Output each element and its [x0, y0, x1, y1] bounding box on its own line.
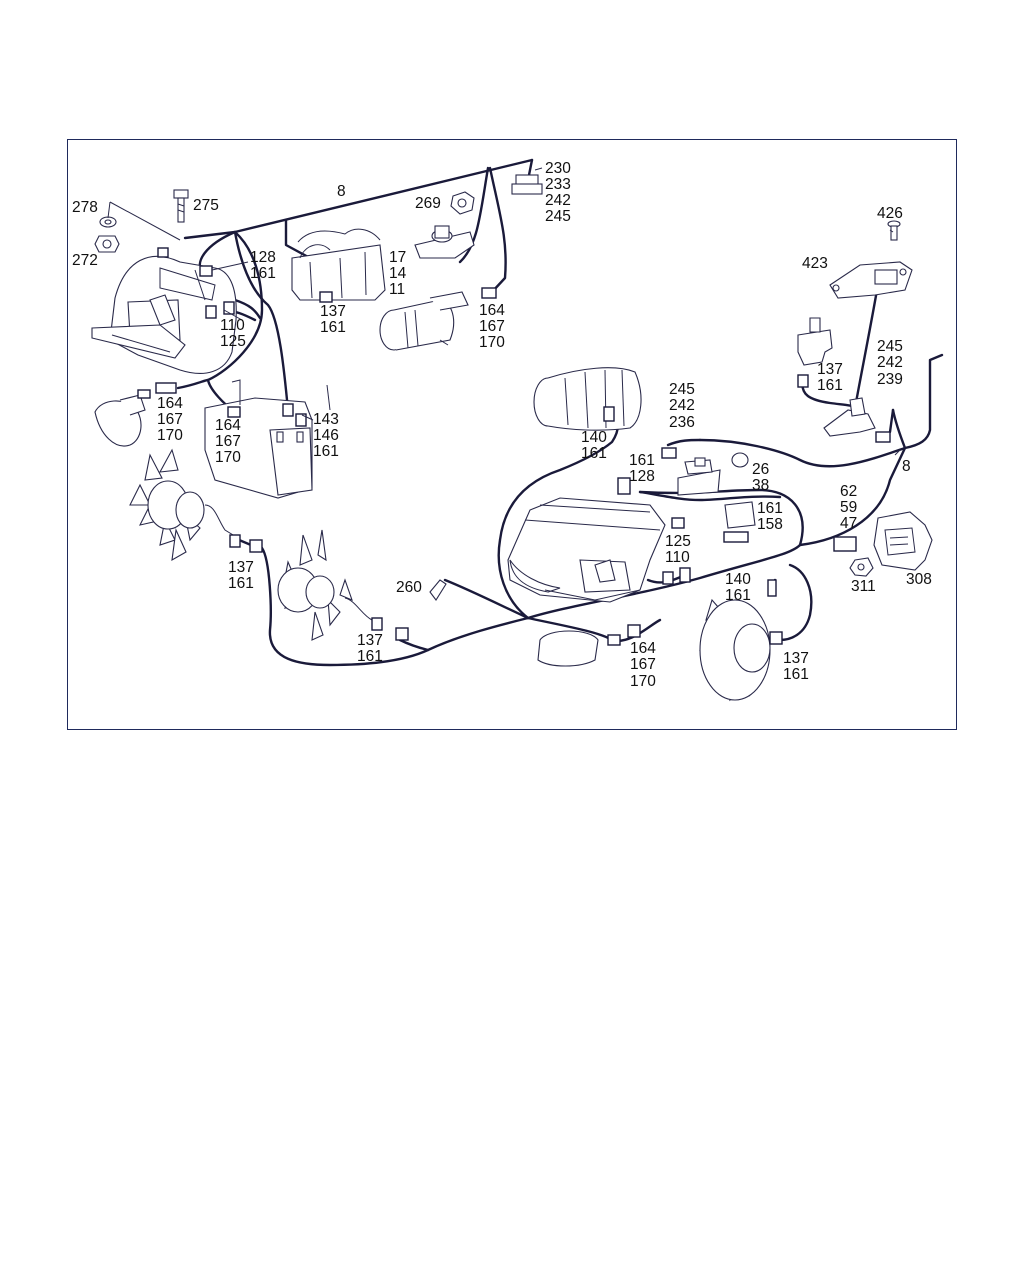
callout-161: 161: [250, 265, 276, 282]
callout-278: 278: [72, 199, 98, 216]
callout-426: 426: [877, 205, 903, 222]
callout-170: 170: [479, 334, 505, 351]
callout-230: 230: [545, 160, 571, 177]
callout-26: 26: [752, 461, 769, 478]
leader-lines: [211, 167, 901, 456]
callout-137: 137: [228, 559, 254, 576]
callout-164: 164: [215, 417, 241, 434]
callout-137: 137: [817, 361, 843, 378]
callout-260: 260: [396, 579, 422, 596]
callout-17: 17: [389, 249, 406, 266]
sensor-260: [429, 579, 447, 601]
callout-245: 245: [877, 338, 903, 355]
callout-158: 158: [757, 516, 783, 533]
callout-239: 239: [877, 371, 903, 388]
callout-140: 140: [581, 429, 607, 446]
callout-146: 146: [313, 427, 339, 444]
callout-labels: 8 230 233 242 245 278 275 272 269 128 16…: [72, 160, 932, 690]
ignition-module: [204, 379, 331, 499]
callout-11: 11: [389, 281, 405, 298]
air-cleaner-hose: [533, 367, 642, 431]
left-headlamp-assembly: [91, 255, 237, 374]
callout-137: 137: [783, 650, 809, 667]
callout-128: 128: [629, 468, 655, 485]
callout-167: 167: [479, 318, 505, 335]
callout-167: 167: [215, 433, 241, 450]
callout-164: 164: [630, 640, 656, 657]
callout-128: 128: [250, 249, 276, 266]
callout-167: 167: [630, 656, 656, 673]
callout-245: 245: [545, 208, 571, 225]
fog-lamp-lower: [537, 630, 599, 667]
callout-242: 242: [545, 192, 571, 209]
callout-8-right: 8: [902, 458, 911, 475]
callout-164: 164: [157, 395, 183, 412]
screw-426: [887, 220, 901, 241]
diagram-frame: [67, 139, 957, 730]
callout-110: 110: [220, 317, 245, 334]
engine-assembly: [507, 497, 666, 603]
callout-233: 233: [545, 176, 571, 193]
bolt-275: [173, 189, 189, 223]
throttle-valve: [677, 452, 749, 496]
sensor-bracket-239: [823, 397, 876, 437]
cooling-fan-center: [277, 529, 373, 641]
callout-161: 161: [320, 319, 346, 336]
callout-170: 170: [630, 673, 656, 690]
callout-161: 161: [313, 443, 339, 460]
callout-167: 167: [157, 411, 183, 428]
callout-38: 38: [752, 477, 769, 494]
callout-236: 236: [669, 414, 695, 431]
callout-161: 161: [581, 445, 607, 462]
vacuum-switch: [797, 317, 833, 366]
callout-311: 311: [851, 578, 876, 595]
callout-161: 161: [757, 500, 783, 517]
callout-245: 245: [669, 381, 695, 398]
callout-272: 272: [72, 252, 98, 269]
nut-272: [94, 235, 120, 253]
callout-140: 140: [725, 571, 751, 588]
callout-269: 269: [415, 195, 441, 212]
callout-161: 161: [725, 587, 751, 604]
sensor-423: [829, 261, 913, 299]
callout-242: 242: [669, 397, 695, 414]
mounting-bracket: [414, 225, 475, 259]
callout-47: 47: [840, 515, 857, 532]
callout-161: 161: [228, 575, 254, 592]
callout-125: 125: [665, 533, 691, 550]
callout-423: 423: [802, 255, 828, 272]
callout-161: 161: [629, 452, 655, 469]
callout-275: 275: [193, 197, 219, 214]
callout-62: 62: [840, 483, 857, 500]
callout-143: 143: [313, 411, 339, 428]
callout-8-top: 8: [337, 183, 346, 200]
callout-59: 59: [840, 499, 857, 516]
fuse-relay-box: [291, 228, 386, 301]
callout-125: 125: [220, 333, 246, 350]
washer-278: [99, 216, 117, 228]
connectors: [137, 247, 891, 646]
callout-14: 14: [389, 265, 407, 282]
callout-242: 242: [877, 354, 903, 371]
fog-lamp-left: [94, 394, 146, 447]
connector-230: [511, 174, 543, 195]
nut-269: [450, 191, 475, 215]
cooling-fan-right: [699, 598, 771, 702]
control-unit-308: [873, 511, 933, 571]
callout-170: 170: [215, 449, 241, 466]
callout-137: 137: [357, 632, 383, 649]
nut-311: [849, 557, 874, 577]
callout-110: 110: [665, 549, 690, 566]
callout-161: 161: [357, 648, 383, 665]
callout-161: 161: [783, 666, 809, 683]
relay-158: [724, 501, 756, 529]
callout-308: 308: [906, 571, 932, 588]
callout-161: 161: [817, 377, 843, 394]
callout-164: 164: [479, 302, 505, 319]
cooling-fan-left: [129, 448, 239, 562]
actuator-motor: [379, 291, 469, 351]
callout-137: 137: [320, 303, 346, 320]
callout-170: 170: [157, 427, 183, 444]
